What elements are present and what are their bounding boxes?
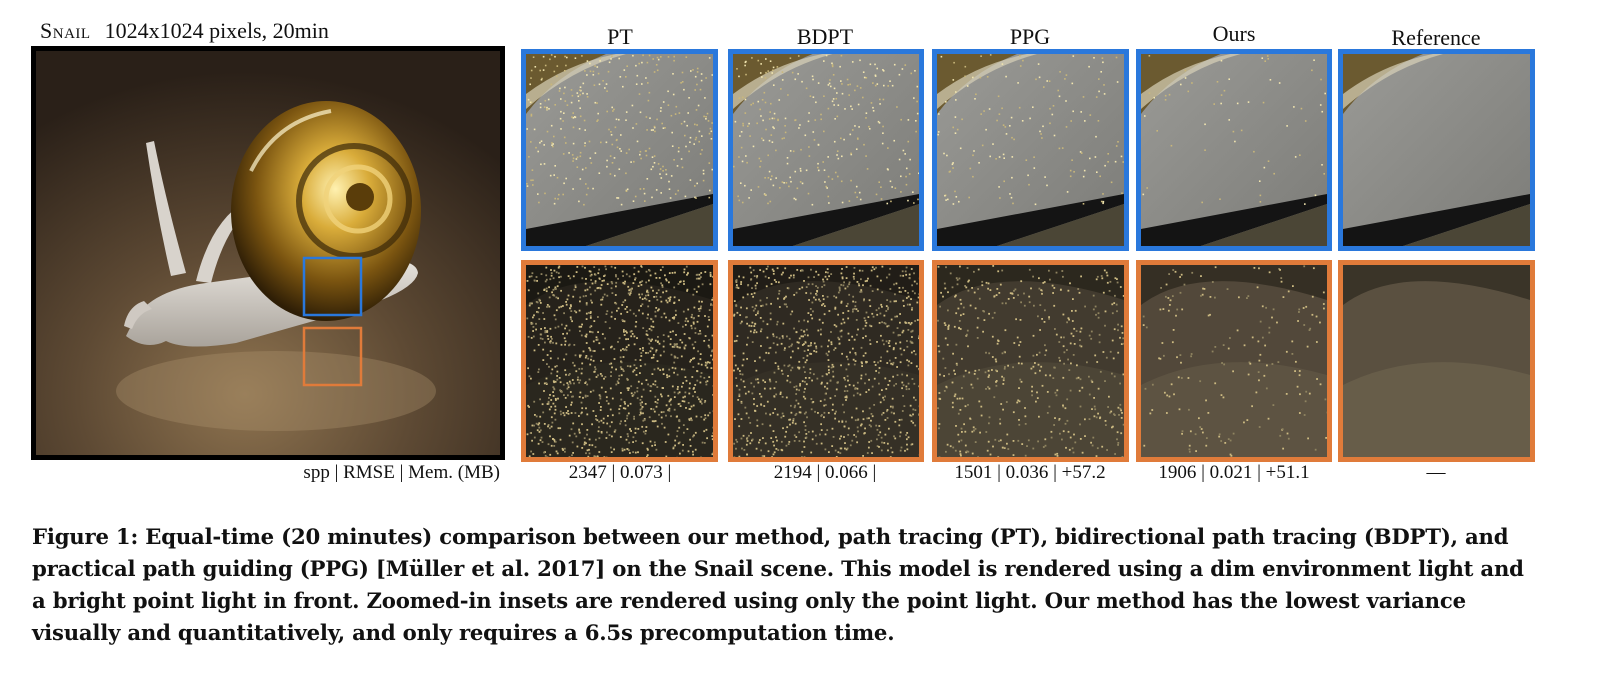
column-label-ours: Ours bbox=[1212, 21, 1256, 46]
scene-name: Snail bbox=[40, 18, 91, 43]
stats-pt: 2347 | 0.073 | bbox=[568, 462, 672, 483]
column-label-pt: PT bbox=[607, 24, 633, 49]
inset-orange-ppg bbox=[932, 260, 1129, 462]
inset-blue-reference bbox=[1338, 49, 1535, 251]
main-render bbox=[31, 46, 505, 460]
inset-orange-ours bbox=[1136, 260, 1332, 462]
inset-blue-pt bbox=[521, 49, 718, 251]
scene-info: 1024x1024 pixels, 20min bbox=[104, 18, 329, 43]
blue-inset-marker bbox=[302, 256, 363, 317]
stats-bdpt: 2194 | 0.066 | bbox=[773, 462, 877, 483]
inset-orange-bdpt bbox=[728, 260, 924, 462]
inset-orange-reference bbox=[1338, 260, 1535, 462]
column-label-bdpt: BDPT bbox=[796, 24, 854, 49]
inset-orange-pt bbox=[521, 260, 718, 462]
stats-ppg: 1501 | 0.036 | +57.2 bbox=[954, 462, 1106, 483]
snail-render-image bbox=[36, 51, 500, 455]
column-label-reference: Reference bbox=[1391, 25, 1481, 50]
orange-inset-marker bbox=[302, 326, 363, 387]
stats-ours: 1906 | 0.021 | +51.1 bbox=[1158, 462, 1310, 483]
figure-caption: Figure 1: Equal-time (20 minutes) compar… bbox=[32, 524, 1524, 645]
scene-title: Snail 1024x1024 pixels, 20min bbox=[40, 18, 329, 44]
inset-blue-bdpt bbox=[728, 49, 924, 251]
stats-header: spp | RMSE | Mem. (MB) bbox=[303, 462, 500, 483]
stats-reference: — bbox=[1426, 462, 1446, 483]
inset-blue-ppg bbox=[932, 49, 1129, 251]
inset-blue-ours bbox=[1136, 49, 1332, 251]
column-label-ppg: PPG bbox=[1009, 24, 1051, 49]
